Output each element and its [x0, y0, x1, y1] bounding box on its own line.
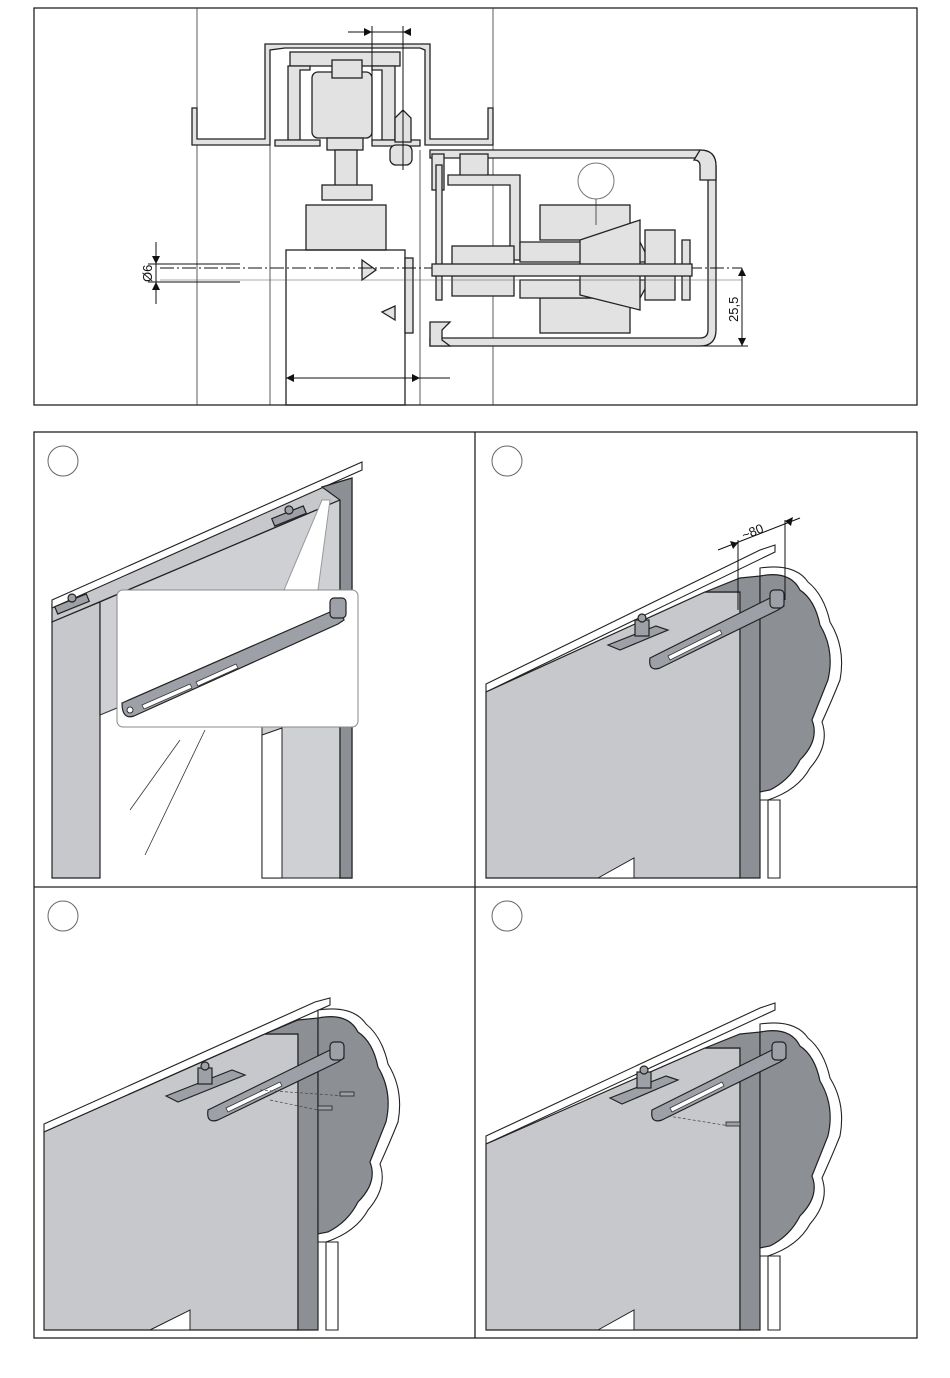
- step-3-panel: [44, 901, 400, 1330]
- bar-offset-label: ~80: [740, 521, 766, 543]
- door-frame-left: [52, 602, 100, 878]
- step-3-marker: [48, 901, 78, 931]
- fixing-bolt: [432, 264, 692, 276]
- bolt-diameter-label: Ø6: [140, 265, 155, 282]
- door-panel-step-3: [44, 1034, 298, 1330]
- trolley-body: [312, 72, 372, 138]
- callout-circle: [578, 163, 614, 199]
- offset-height-label: 25,5: [726, 297, 741, 322]
- door-top-fitting: [306, 205, 386, 250]
- step-4-panel: [486, 901, 842, 1330]
- step-2-marker: [492, 446, 522, 476]
- door-leaf: [286, 250, 405, 405]
- trolley-wheel: [332, 60, 362, 78]
- cross-section-view: Ø6 25,5: [34, 8, 917, 405]
- step-1-marker: [48, 446, 78, 476]
- screw-icon: [726, 1122, 740, 1126]
- step-2-panel: ~80: [486, 446, 842, 878]
- step-1-panel: [48, 446, 362, 878]
- glass-reflection: [145, 730, 205, 855]
- step-4-marker: [492, 901, 522, 931]
